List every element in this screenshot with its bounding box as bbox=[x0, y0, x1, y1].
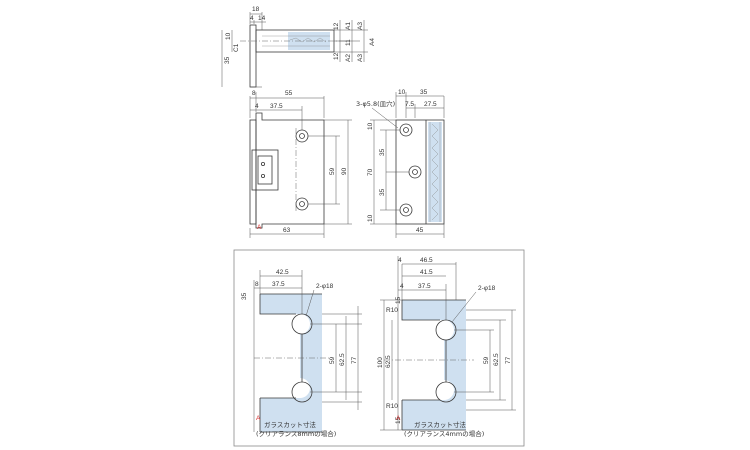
cut-left-caption-1: ガラスカット寸法 bbox=[264, 420, 316, 429]
dim-top-11: 11 bbox=[345, 39, 352, 46]
cut-right-hole-callout: 2-φ18 bbox=[478, 285, 496, 292]
front-dim-55: 55 bbox=[285, 90, 293, 97]
cut-right-dim-41-5: 41.5 bbox=[420, 269, 433, 276]
dim-top-a3a: A3 bbox=[357, 22, 364, 30]
cut-right-dim-15b: 15 bbox=[395, 416, 402, 424]
cut-right-dim-100: 100 bbox=[377, 357, 384, 368]
dim-top-12a: 12 bbox=[333, 22, 340, 30]
cutout-right: 4 46.5 41.5 4 37.5 R10 R10 15 15 100 62.… bbox=[377, 256, 516, 438]
cut-left-dim-37-5: 37.5 bbox=[272, 281, 285, 288]
cut-right-caption-2: (クリアランス4mmの場合) bbox=[404, 429, 484, 438]
cutout-left-hole-top bbox=[291, 313, 313, 335]
front-dim-37-5: 37.5 bbox=[270, 103, 283, 110]
dim-top-a1: A1 bbox=[345, 22, 352, 30]
cut-left-dim-77: 77 bbox=[351, 356, 358, 364]
cutout-frame bbox=[233, 249, 525, 447]
front-dim-59: 59 bbox=[329, 167, 336, 175]
dim-top-10: 10 bbox=[225, 32, 232, 40]
cut-right-dim-4b: 4 bbox=[400, 283, 404, 290]
front-dim-90: 90 bbox=[341, 167, 348, 175]
cut-right-dim-4a: 4 bbox=[398, 257, 402, 264]
cut-right-dim-62-5b: 62.5 bbox=[493, 353, 500, 366]
cut-right-caption-1: ガラスカット寸法 bbox=[414, 420, 466, 429]
front-view: 8 55 4 37.5 59 90 63 A bbox=[249, 90, 352, 238]
side-hole-1 bbox=[399, 123, 413, 137]
front-dim-4: 4 bbox=[255, 103, 259, 110]
side-dim-35a: 35 bbox=[379, 148, 386, 156]
front-dim-63: 63 bbox=[283, 227, 291, 234]
side-dim-7-5: 7.5 bbox=[405, 101, 414, 108]
cut-left-dim-35: 35 bbox=[241, 292, 248, 300]
front-wall-plate bbox=[249, 119, 257, 225]
cut-left-hole-callout: 2-φ18 bbox=[316, 283, 334, 290]
side-dim-10b: 10 bbox=[367, 214, 374, 222]
cutout-right-hole-top bbox=[435, 319, 457, 341]
cut-left-dim-42-5: 42.5 bbox=[276, 269, 289, 276]
front-dim-8: 8 bbox=[252, 90, 256, 97]
cut-right-r10-top: R10 bbox=[386, 307, 398, 314]
dim-top-14: 14 bbox=[258, 15, 266, 22]
dim-top-4: 4 bbox=[250, 15, 254, 22]
cut-right-dim-59: 59 bbox=[483, 356, 490, 364]
cut-right-dim-62-5a: 62.5 bbox=[385, 355, 392, 368]
cutout-left: 42.5 8 37.5 35 2-φ18 59 62.5 77 A ガラスカット… bbox=[241, 269, 362, 438]
cut-right-r10-bottom: R10 bbox=[386, 403, 398, 410]
side-hole-2 bbox=[408, 165, 422, 179]
cut-right-marker-a: A bbox=[396, 415, 401, 422]
side-hole-3 bbox=[399, 203, 413, 217]
cut-left-marker-a: A bbox=[256, 415, 261, 422]
front-marker-a: A bbox=[257, 224, 262, 231]
dim-top-c1: C1 bbox=[233, 43, 240, 52]
front-body bbox=[255, 112, 325, 229]
dim-top-18: 18 bbox=[252, 6, 260, 13]
side-dim-35: 35 bbox=[420, 89, 428, 96]
cut-right-dim-46-5: 46.5 bbox=[420, 257, 433, 264]
cut-right-dim-77: 77 bbox=[505, 356, 512, 364]
front-hole-top bbox=[295, 129, 309, 143]
side-dim-27-5: 27.5 bbox=[424, 101, 437, 108]
dim-top-12b: 12 bbox=[333, 52, 340, 60]
front-hole-bottom bbox=[295, 197, 309, 211]
side-dim-70: 70 bbox=[367, 168, 374, 176]
cut-left-dim-62-5: 62.5 bbox=[339, 353, 346, 366]
dim-top-35: 35 bbox=[224, 56, 231, 64]
side-dim-10a: 10 bbox=[367, 122, 374, 130]
side-dim-35b: 35 bbox=[379, 188, 386, 196]
side-dim-45: 45 bbox=[416, 227, 424, 234]
dim-top-a4: A4 bbox=[369, 38, 376, 46]
dim-top-a2: A2 bbox=[345, 54, 352, 62]
cut-left-dim-8: 8 bbox=[255, 281, 259, 288]
side-dim-10: 10 bbox=[398, 89, 406, 96]
cut-left-caption-2: (クリアランス8mmの場合) bbox=[256, 429, 336, 438]
wall-plate bbox=[249, 24, 257, 88]
side-hole-note: 3-φ5.8(皿穴) bbox=[356, 99, 395, 108]
cut-right-dim-37-5: 37.5 bbox=[418, 283, 431, 290]
dim-top-a3b: A3 bbox=[357, 54, 364, 62]
cut-left-dim-59: 59 bbox=[329, 356, 336, 364]
front-knuckle bbox=[251, 149, 279, 191]
cutout-right-hole-bottom bbox=[435, 381, 457, 403]
side-view: 10 35 7.5 27.5 3-φ5.8(皿穴) 10 35 70 35 10… bbox=[356, 89, 445, 238]
top-view: 18 4 14 10 C1 35 12 12 A1 A2 A3 A3 11 A4 bbox=[221, 6, 376, 88]
